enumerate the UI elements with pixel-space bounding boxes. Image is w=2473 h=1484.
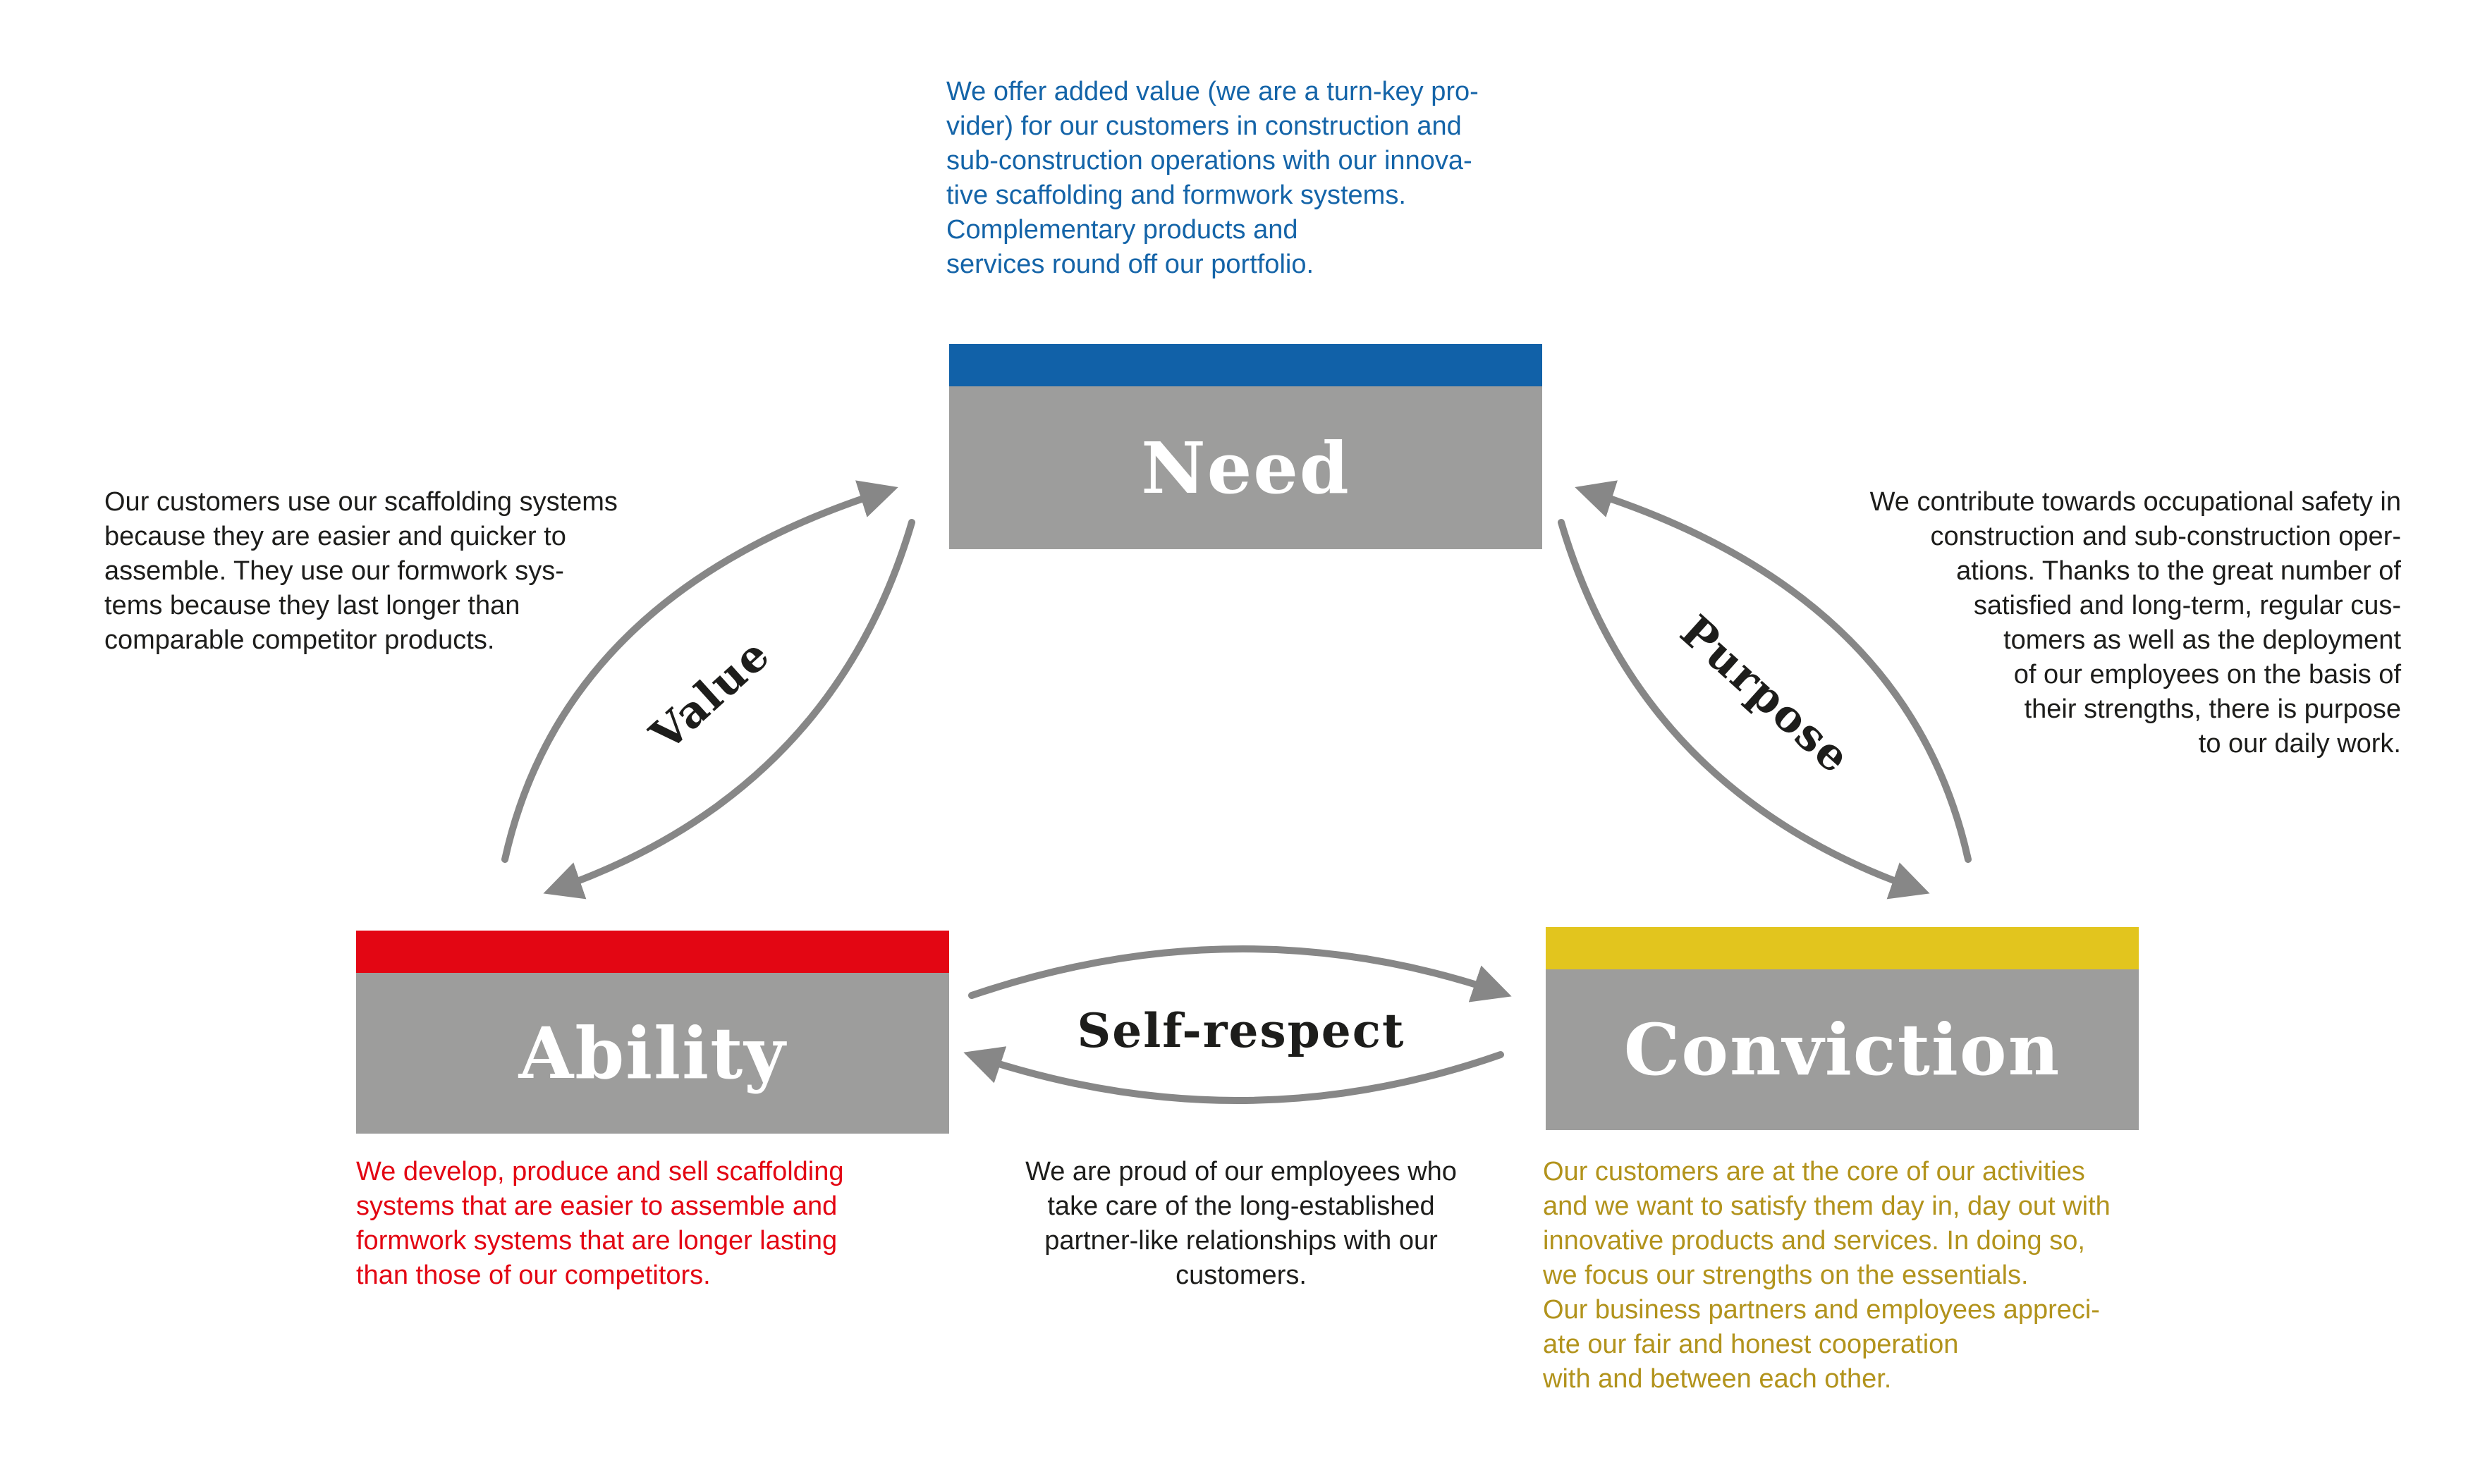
ability-stripe <box>356 931 949 973</box>
need-box: Need <box>949 344 1542 549</box>
need-title: Need <box>1141 426 1350 510</box>
value-description: Our customers use our scaffolding system… <box>104 487 618 655</box>
ability-box: Ability <box>356 931 949 1134</box>
self-respect-arrow-to-conviction-icon <box>968 945 1512 1002</box>
conviction-stripe <box>1546 927 2139 969</box>
self-respect-description: We are proud of our employees who take c… <box>1025 1157 1457 1290</box>
conviction-description: Our customers are at the core of our act… <box>1543 1157 2111 1394</box>
need-description: We offer added value (we are a turn-key … <box>946 77 1479 279</box>
self-respect-arrow-to-ability-icon <box>963 1046 1504 1104</box>
purpose-description: We contribute towards occupational safet… <box>1869 487 2401 759</box>
conviction-title: Conviction <box>1623 1008 2061 1091</box>
ability-title: Ability <box>518 1012 787 1095</box>
conviction-box: Conviction <box>1546 927 2139 1130</box>
need-stripe <box>949 344 1542 386</box>
self-respect-arrow-label: Self-respect <box>1077 1003 1405 1058</box>
ability-description: We develop, produce and sell scaffolding… <box>356 1157 844 1290</box>
